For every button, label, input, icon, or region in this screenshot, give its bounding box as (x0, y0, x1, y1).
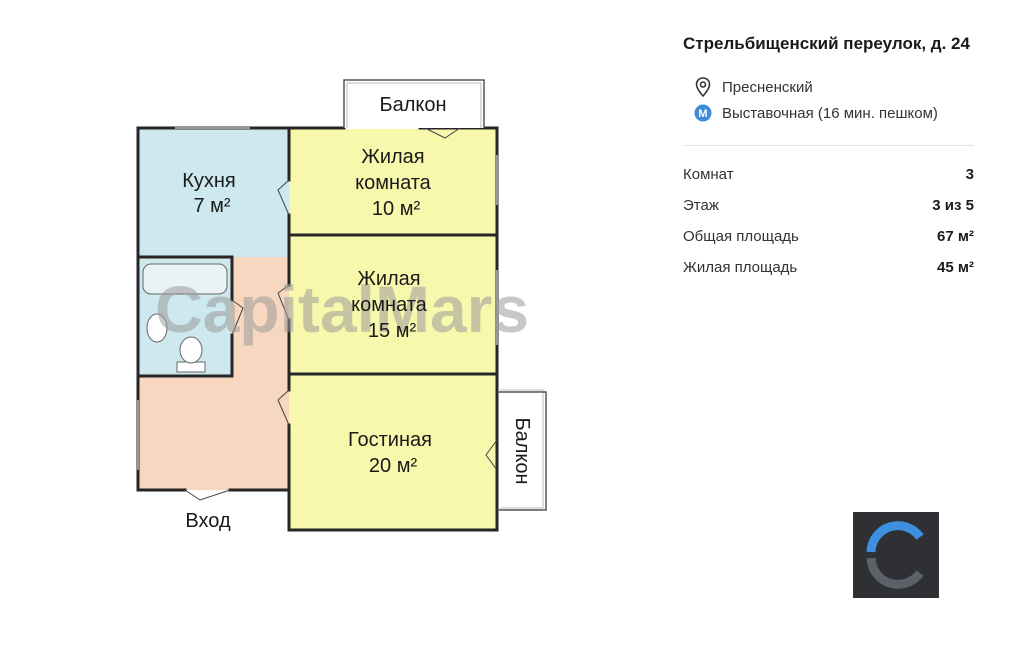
district-name: Пресненский (722, 78, 813, 96)
property-label: Общая площадь (683, 228, 799, 245)
bathtub-icon (142, 263, 228, 295)
property-row-rooms: Комнат 3 (683, 166, 974, 197)
kitchen-area (138, 129, 289, 257)
property-value: 3 из 5 (932, 197, 974, 214)
capitalmars-logo (853, 512, 939, 598)
room-area-living-15: 15 м² (368, 320, 417, 342)
district-row: Пресненский (683, 74, 974, 100)
location-pin-icon (693, 77, 713, 97)
room-area-guest: 20 м² (369, 455, 418, 477)
watermark: CapitalMars (155, 272, 529, 346)
living-room-15-area (289, 235, 497, 374)
property-value: 45 м² (937, 259, 974, 276)
address-title: Стрельбищенский переулок, д. 24 (683, 34, 970, 53)
metro-station: Выставочная (16 мин. пешком) (722, 104, 938, 122)
metro-icon: M (693, 103, 713, 123)
balcony-top-label: Балкон (379, 94, 446, 116)
metro-row: M Выставочная (16 мин. пешком) (683, 100, 974, 126)
property-value: 3 (965, 166, 974, 183)
property-row-living-area: Жилая площадь 45 м² (683, 259, 974, 290)
property-label: Жилая площадь (683, 259, 798, 276)
room-label-living-10-line2: комната (355, 172, 432, 194)
property-label: Этаж (683, 197, 719, 214)
room-area-kitchen: 7 м² (193, 195, 230, 217)
balcony-right-frame (497, 391, 547, 511)
room-area-living-10: 10 м² (372, 198, 421, 220)
floor-plan: CapitalMars Кухня 7 м² Жилая комната 10 … (136, 79, 547, 532)
room-label-kitchen: Кухня (182, 170, 236, 192)
guest-room-area (289, 374, 497, 530)
balcony-top-frame (343, 79, 485, 128)
toilet-icon (176, 336, 206, 373)
entrance-label: Вход (185, 510, 231, 532)
room-label-living-15-line2: комната (351, 294, 428, 316)
room-label-guest: Гостиная (348, 429, 432, 451)
property-row-floor: Этаж 3 из 5 (683, 197, 974, 228)
balcony-right-label: Балкон (511, 417, 533, 484)
room-label-living-10-line1: Жилая (361, 146, 424, 168)
divider (683, 145, 974, 146)
property-row-total-area: Общая площадь 67 м² (683, 228, 974, 259)
svg-text:M: M (698, 108, 707, 120)
room-label-living-15-line1: Жилая (357, 268, 420, 290)
property-label: Комнат (683, 166, 734, 183)
listing-info: Стрельбищенский переулок, д. 24 Пресненс… (683, 32, 974, 290)
living-room-10-area (289, 129, 497, 235)
doors (184, 127, 498, 501)
sink-icon (146, 313, 168, 343)
property-value: 67 м² (937, 228, 974, 245)
